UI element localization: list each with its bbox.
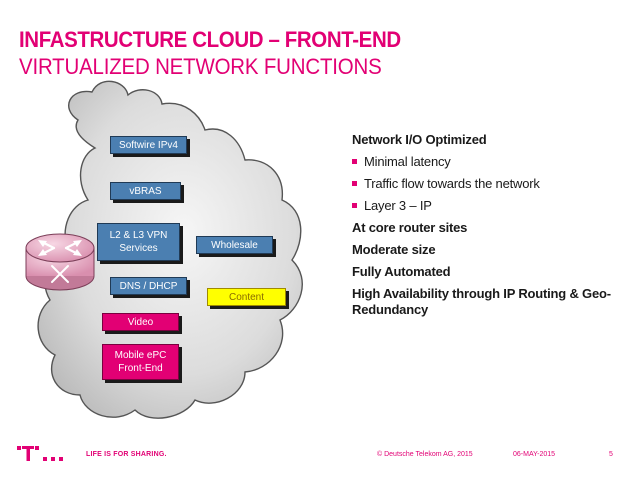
router-icon bbox=[25, 233, 95, 291]
telekom-t-logo-icon bbox=[17, 446, 63, 461]
softwire-ipv4-box: Softwire IPv4 bbox=[110, 136, 187, 154]
heading-network-io: Network I/O Optimized bbox=[352, 132, 487, 147]
bullet-square-icon bbox=[352, 181, 357, 187]
dns-dhcp-label: DNS / DHCP bbox=[119, 280, 178, 292]
l2-l3-vpn-label-line2: Services bbox=[119, 243, 158, 254]
vbras-label: vBRAS bbox=[129, 185, 162, 197]
softwire-ipv4-label: Softwire IPv4 bbox=[119, 139, 178, 151]
wholesale-label: Wholesale bbox=[211, 239, 258, 251]
video-box: Video bbox=[102, 313, 179, 331]
bullet-minimal-latency-text: Minimal latency bbox=[364, 154, 451, 169]
bullet-traffic-flow: Traffic flow towards the network bbox=[352, 176, 540, 191]
bullet-layer3-text: Layer 3 – IP bbox=[364, 198, 432, 213]
mobile-epc-label-line2: Front-End bbox=[118, 363, 163, 374]
bullet-layer3: Layer 3 – IP bbox=[352, 198, 432, 213]
mobile-epc-box: Mobile ePC Front-End bbox=[102, 344, 179, 380]
content-label: Content bbox=[228, 291, 265, 303]
l2-l3-vpn-box: L2 & L3 VPN Services bbox=[97, 223, 180, 261]
line-fully-automated: Fully Automated bbox=[352, 264, 451, 279]
footer-date: 06-MAY-2015 bbox=[513, 451, 556, 458]
bullet-square-icon bbox=[352, 159, 357, 165]
content-box: Content bbox=[207, 288, 286, 306]
footer-tagline: LIFE IS FOR SHARING. bbox=[86, 451, 167, 458]
slide-title: INFASTRUCTURE CLOUD – FRONT-END bbox=[19, 27, 401, 52]
l2-l3-vpn-label-line1: L2 & L3 VPN bbox=[109, 230, 168, 241]
footer-copyright: © Deutsche Telekom AG, 2015 bbox=[377, 451, 473, 458]
line-moderate-size: Moderate size bbox=[352, 242, 436, 257]
wholesale-box: Wholesale bbox=[196, 236, 273, 254]
bullet-traffic-flow-text: Traffic flow towards the network bbox=[364, 176, 540, 191]
vbras-box: vBRAS bbox=[110, 182, 181, 200]
line-high-availability: High Availability through IP Routing & G… bbox=[352, 286, 611, 317]
slide-subtitle: VIRTUALIZED NETWORK FUNCTIONS bbox=[19, 54, 382, 79]
bullet-minimal-latency: Minimal latency bbox=[352, 154, 451, 169]
mobile-epc-label-line1: Mobile ePC bbox=[114, 350, 167, 361]
telekom-t-logo bbox=[17, 446, 73, 467]
bullet-square-icon bbox=[352, 203, 357, 209]
video-label: Video bbox=[127, 316, 154, 328]
footer-page-number: 5 bbox=[609, 451, 613, 458]
dns-dhcp-box: DNS / DHCP bbox=[110, 277, 187, 295]
line-core-router-sites: At core router sites bbox=[352, 220, 468, 235]
